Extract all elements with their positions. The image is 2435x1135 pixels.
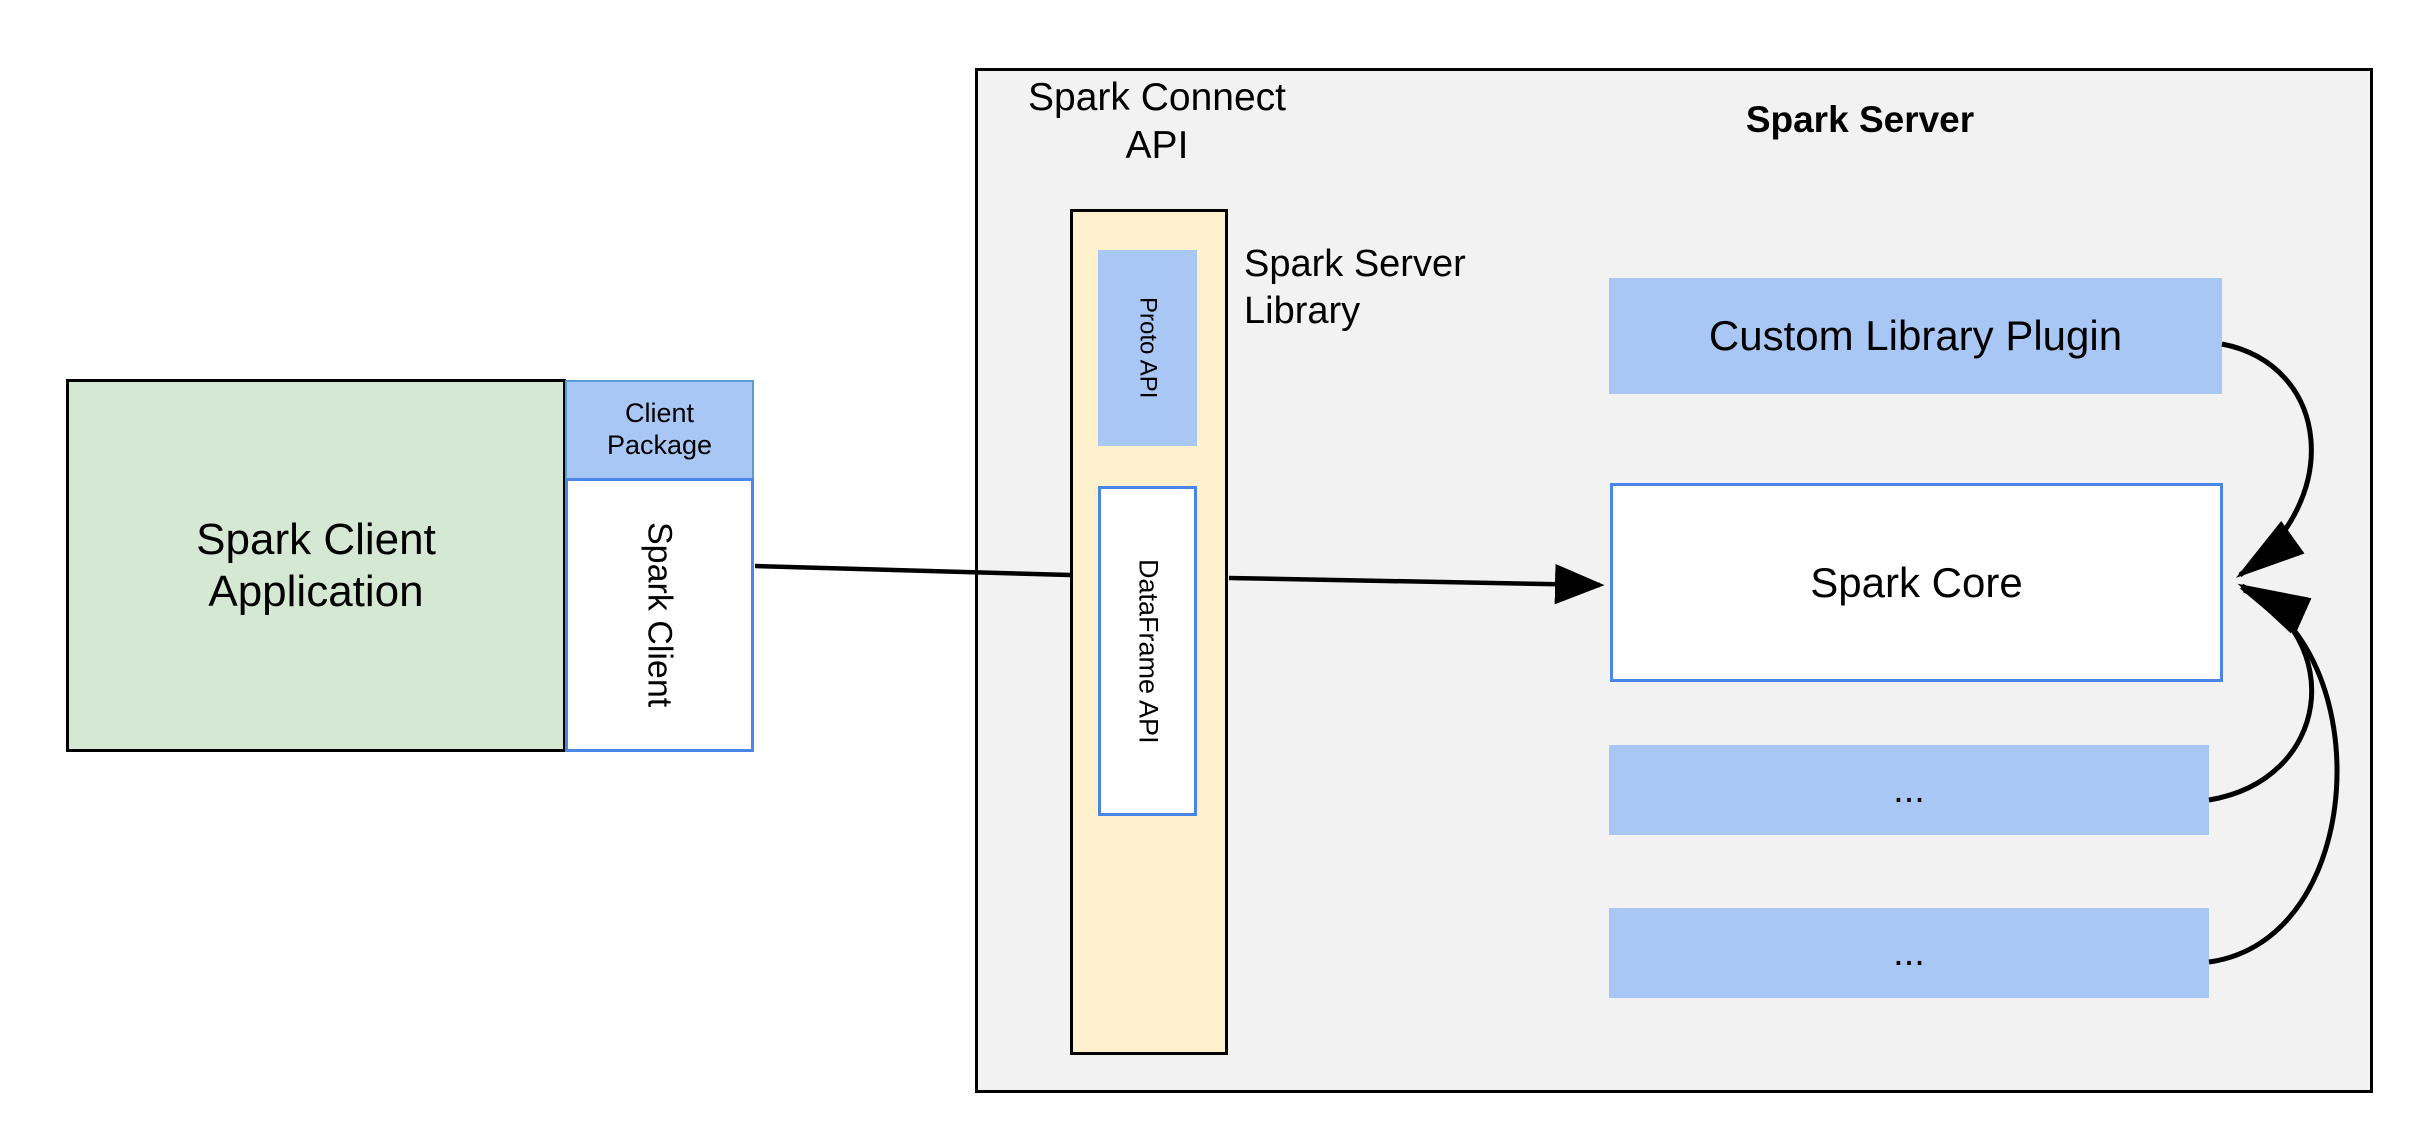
- spark-client-application-box[interactable]: Spark Client Application: [66, 379, 566, 752]
- dataframe-api-box[interactable]: DataFrame API: [1098, 486, 1197, 816]
- spark-client-box[interactable]: Spark Client: [565, 478, 754, 752]
- proto-api-label: Proto API: [1134, 297, 1162, 399]
- custom-library-plugin-box[interactable]: Custom Library Plugin: [1609, 278, 2222, 394]
- spark-core-box[interactable]: Spark Core: [1610, 483, 2223, 682]
- server-ellipsis-box-1[interactable]: ...: [1609, 745, 2209, 835]
- spark-server-title: Spark Server: [1745, 99, 1975, 141]
- dataframe-api-label: DataFrame API: [1133, 558, 1164, 744]
- spark-connect-api-label: Spark Connect API: [1028, 76, 1286, 167]
- server-ellipsis-box-2[interactable]: ...: [1609, 908, 2209, 998]
- client-package-box[interactable]: Client Package: [565, 380, 754, 478]
- spark-client-label: Spark Client: [640, 522, 679, 708]
- proto-api-box[interactable]: Proto API: [1098, 250, 1197, 446]
- spark-server-library-label: Spark Server Library: [1244, 242, 1466, 333]
